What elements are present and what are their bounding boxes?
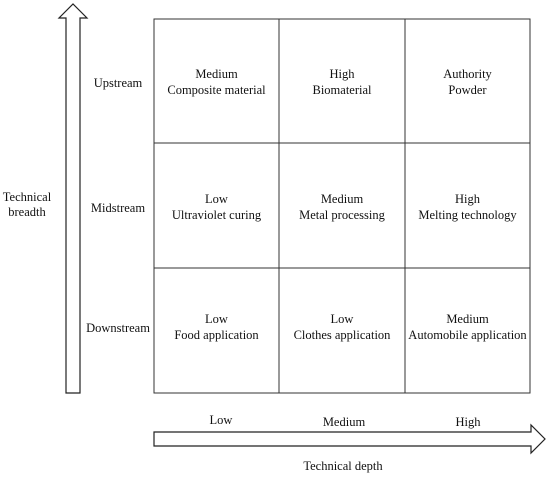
y-axis-title: Technical breadth: [0, 190, 54, 220]
cell-level: High: [329, 67, 355, 81]
x-axis-title: Technical depth: [303, 459, 383, 473]
cell-name: Powder: [448, 83, 487, 97]
cell-name: Automobile application: [408, 328, 527, 342]
cell-level: Medium: [320, 192, 364, 206]
cell-name: Clothes application: [293, 328, 391, 342]
cell-downstream-low: Low Food application: [154, 305, 279, 349]
row-label-upstream: Upstream: [93, 76, 143, 90]
cell-name: Biomaterial: [312, 83, 372, 97]
breadth-arrow: [57, 3, 89, 394]
cell-level: Medium: [446, 312, 489, 326]
cell-name: Food application: [174, 328, 259, 342]
column-label-medium: Medium: [322, 415, 366, 429]
row-label-downstream: Downstream: [86, 321, 150, 335]
cell-upstream-high: Authority Powder: [405, 60, 530, 104]
cell-name: Composite material: [167, 83, 266, 97]
depth-arrow: [153, 423, 546, 455]
cell-upstream-low: Medium Composite material: [154, 60, 279, 104]
column-label-high: High: [455, 415, 481, 429]
cell-level: Low: [205, 312, 228, 326]
cell-level: Authority: [443, 67, 492, 81]
cell-name: Ultraviolet curing: [171, 208, 262, 222]
cell-midstream-medium: Medium Metal processing: [279, 185, 405, 229]
cell-midstream-low: Low Ultraviolet curing: [154, 185, 279, 229]
matrix-grid: [153, 18, 531, 394]
cell-level: Medium: [195, 67, 238, 81]
column-label-low: Low: [209, 413, 233, 427]
cell-name: Melting technology: [418, 208, 517, 222]
y-axis-title-line2: breadth: [8, 205, 46, 219]
cell-name: Metal processing: [299, 208, 385, 222]
cell-level: Low: [205, 192, 228, 206]
cell-downstream-high: Medium Automobile application: [405, 305, 530, 349]
cell-level: Low: [330, 312, 354, 326]
cell-midstream-high: High Melting technology: [405, 185, 530, 229]
row-label-midstream: Midstream: [90, 201, 146, 215]
cell-upstream-medium: High Biomaterial: [279, 60, 405, 104]
y-axis-title-line1: Technical: [2, 190, 52, 204]
cell-level: High: [455, 192, 480, 206]
cell-downstream-medium: Low Clothes application: [279, 305, 405, 349]
